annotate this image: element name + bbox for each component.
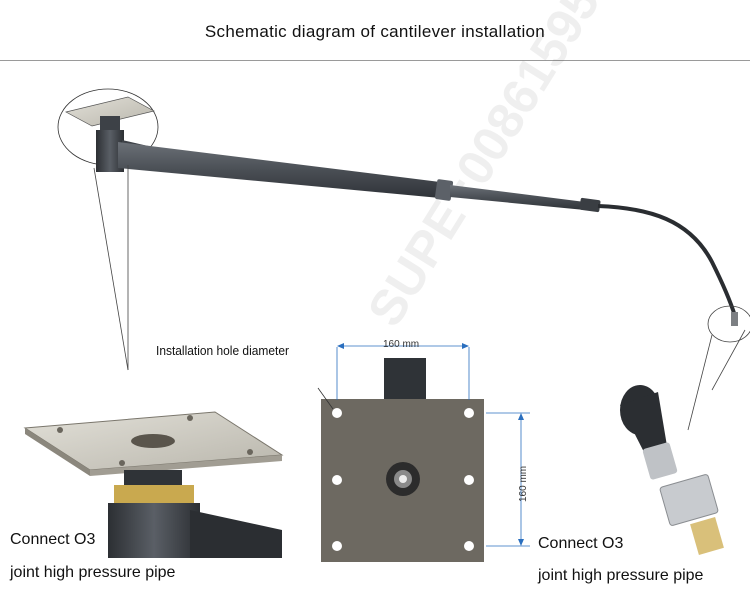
fitting-closeup <box>620 385 724 555</box>
mounting-hole <box>464 408 474 418</box>
mounting-hole <box>332 475 342 485</box>
dimension-vertical: 160 mm <box>518 465 529 502</box>
right-caption-line2: joint high pressure pipe <box>538 567 704 584</box>
mounting-hole <box>332 408 342 418</box>
right-caption-line1: Connect O3 <box>538 535 624 552</box>
hole-diameter-label: Installation hole diameter <box>156 343 289 358</box>
plate-closeup <box>23 411 284 558</box>
plate-drawing <box>317 343 530 562</box>
title-divider <box>0 60 750 61</box>
dimension-horizontal: 160 mm <box>383 339 420 350</box>
mounting-hole <box>464 541 474 551</box>
mounting-hole <box>332 541 342 551</box>
mounting-hole <box>464 475 474 485</box>
cantilever-arm <box>118 142 738 326</box>
callout-lines <box>93 165 750 431</box>
watermark: SUPE :0086159564512826 <box>357 0 729 336</box>
watermark-text: SUPE :0086159564512826 <box>357 0 729 336</box>
page-title: Schematic diagram of cantilever installa… <box>204 22 546 41</box>
left-caption-line2: joint high pressure pipe <box>10 564 176 581</box>
left-caption-line1: Connect O3 <box>10 531 96 548</box>
